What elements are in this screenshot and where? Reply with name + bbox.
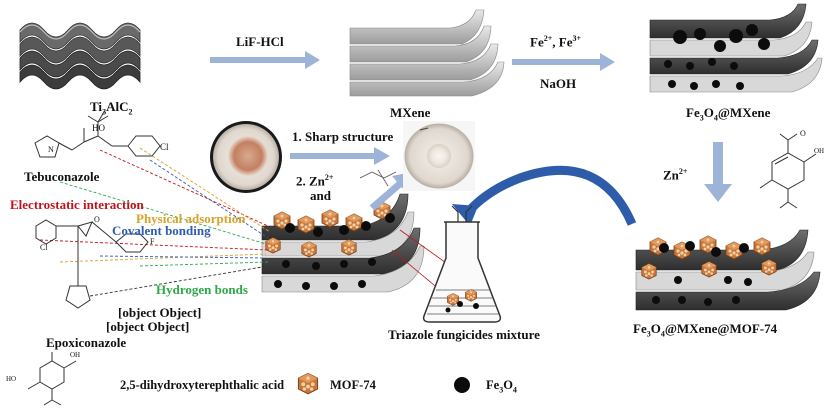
arrow-lif-hcl [210, 51, 320, 69]
flask [422, 205, 502, 323]
label-naoh: NaOH [540, 76, 577, 91]
legend-fe3o4-icon [454, 377, 470, 393]
label-mxene: MXene [390, 105, 431, 120]
atom-cl-epoxi: Cl [40, 243, 48, 252]
label-interaction: [object Object] [106, 319, 190, 334]
arrow-sharp-structure [290, 147, 390, 165]
label-and: and [310, 188, 331, 203]
label-lif-hcl: LiF-HCl [236, 34, 284, 49]
label-zn2-plus: Zn2+ [663, 167, 688, 183]
legend-ligand-structure [27, 352, 77, 406]
label-fe3o4-mxene-mof74: Fe3O4@MXene@MOF-74 [633, 321, 778, 339]
petri-dish-control [210, 121, 282, 193]
legend-mof74-label: MOF-74 [330, 378, 376, 392]
petri-dish-treated [403, 121, 475, 191]
curved-return-arrow [452, 165, 637, 226]
label-physical-adsorption: Physical adsorption [136, 211, 246, 226]
label-zn-step: 2. Zn2+ [296, 173, 334, 189]
atom-cl-tebu: Cl [160, 142, 169, 152]
label-triazole-mixture: Triazole fungicides mixture [388, 327, 540, 342]
label-tebuconazole: Tebuconazole [24, 169, 100, 184]
arrow-fe-naoh [512, 53, 615, 71]
label-fe-ions: Fe2+, Fe3+ [530, 34, 582, 50]
legend-ligand-label: 2,5-dihydroxyterephthalic acid [120, 378, 285, 392]
zn-ligand-small [359, 169, 397, 187]
atom-oh-legend: OH [70, 351, 81, 359]
atom-o-epoxi: O [94, 215, 100, 224]
central-adsorbent [261, 193, 425, 293]
legend-fe3o4-label: Fe3O4 [486, 378, 517, 395]
ligand-molecule [759, 133, 817, 209]
atom-oh-tebu: HO [92, 123, 105, 133]
atom-oh-ligand: OH [814, 147, 825, 155]
label-electrostatic: Electrostatic interaction [10, 197, 144, 212]
mxene-structure [349, 9, 505, 97]
ti3alc2-structure [19, 22, 141, 90]
fe3o4-mxene-mof74-structure [635, 229, 821, 311]
atom-n-tebu: N [48, 145, 54, 154]
arrow-zn-down [704, 142, 732, 202]
atom-o-ligand: O [800, 129, 806, 138]
label-fe3o4-mxene: Fe3O4@MXene [686, 105, 771, 123]
atom-f-epoxi: F [150, 237, 155, 246]
fe3o4-mxene-structure [649, 3, 823, 93]
label-sharp-structure: 1. Sharp structure [292, 129, 394, 144]
interaction-lines [39, 147, 271, 297]
label-pipi: [object Object] [118, 305, 202, 320]
legend-mof74-icon [297, 372, 319, 395]
label-covalent-bonding: Covalent bonding [112, 223, 211, 238]
tebuconazole-molecule [34, 111, 161, 158]
label-epoxiconazole: Epoxiconazole [46, 335, 127, 350]
label-hydrogen-bonds: Hydrogen bonds [156, 282, 248, 297]
atom-ho-legend: HO [6, 375, 17, 383]
label-ti3alc2: Ti3AlC2 [90, 99, 133, 117]
epoxiconazole-molecule [35, 219, 149, 309]
